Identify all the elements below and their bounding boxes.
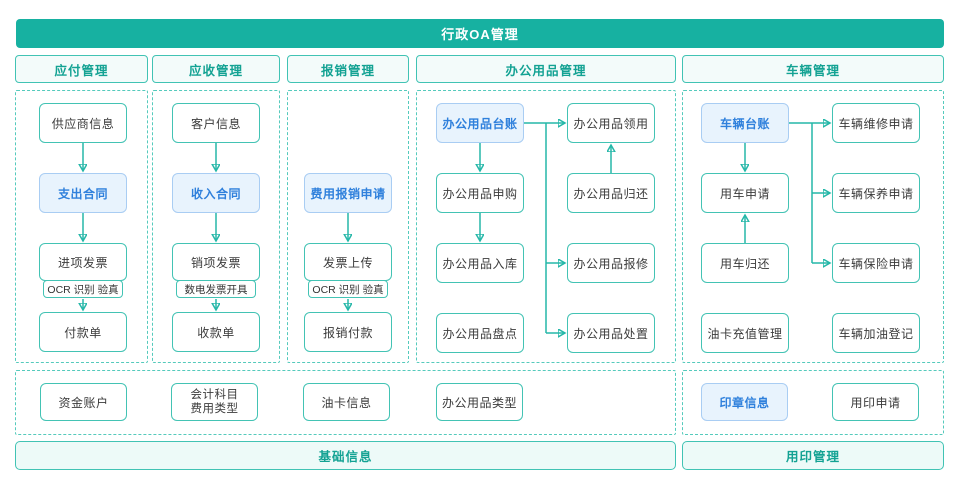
column-header-payable: 应付管理: [15, 55, 148, 83]
node-vehicle-return: 用车归还: [701, 243, 789, 283]
node-reimburse-payment: 报销付款: [304, 312, 392, 352]
zone-vehicle: [682, 90, 944, 363]
footer-basic-info: 基础信息: [15, 441, 676, 470]
diagram-title: 行政OA管理: [16, 19, 944, 48]
node-invoice-upload: 发票上传: [304, 243, 392, 281]
node-payment-slip: 付款单: [39, 312, 127, 352]
column-header-receivable: 应收管理: [152, 55, 280, 83]
node-receipt-slip: 收款单: [172, 312, 260, 352]
node-ocr-verify-1: OCR 识别 验真: [43, 280, 123, 298]
node-supplies-stocktake: 办公用品盘点: [436, 313, 524, 353]
node-output-invoice: 销项发票: [172, 243, 260, 281]
zone-receivable: [152, 90, 280, 363]
node-supplies-repair: 办公用品报修: [567, 243, 655, 283]
node-vehicle-insurance-apply: 车辆保险申请: [832, 243, 920, 283]
node-ocr-verify-2: OCR 识别 验真: [308, 280, 388, 298]
node-expense-contract: 支出合同: [39, 173, 127, 213]
node-vehicle-maintenance-apply: 车辆保养申请: [832, 173, 920, 213]
zone-payable: [15, 90, 148, 363]
zone-seal-mgmt: [682, 370, 944, 435]
node-seal-apply: 用印申请: [832, 383, 919, 421]
node-supplier-info: 供应商信息: [39, 103, 127, 143]
column-header-reimburse: 报销管理: [287, 55, 409, 83]
node-digital-invoice-issue: 数电发票开具: [176, 280, 256, 298]
node-supplies-purchase: 办公用品申购: [436, 173, 524, 213]
expense-type-label: 费用类型: [190, 403, 239, 415]
node-customer-info: 客户信息: [172, 103, 260, 143]
accounting-subject-label: 会计科目: [190, 388, 239, 401]
column-header-office-supplies: 办公用品管理: [416, 55, 676, 83]
node-vehicle-apply: 用车申请: [701, 173, 789, 213]
node-supplies-type: 办公用品类型: [436, 383, 523, 421]
node-input-invoice: 进项发票: [39, 243, 127, 281]
node-fuel-card-recharge: 油卡充值管理: [701, 313, 789, 353]
footer-seal-mgmt: 用印管理: [682, 441, 944, 470]
node-vehicle-refuel-log: 车辆加油登记: [832, 313, 920, 353]
zone-basic-info: [15, 370, 676, 435]
node-vehicle-repair-apply: 车辆维修申请: [832, 103, 920, 143]
node-accounting-expense-type: 会计科目 费用类型: [171, 383, 258, 421]
node-supplies-inbound: 办公用品入库: [436, 243, 524, 283]
node-supplies-disposal: 办公用品处置: [567, 313, 655, 353]
column-header-vehicle: 车辆管理: [682, 55, 944, 83]
node-vehicle-ledger: 车辆台账: [701, 103, 789, 143]
node-supplies-return: 办公用品归还: [567, 173, 655, 213]
node-fuel-card-info: 油卡信息: [303, 383, 390, 421]
node-supplies-ledger: 办公用品台账: [436, 103, 524, 143]
node-income-contract: 收入合同: [172, 173, 260, 213]
node-capital-account: 资金账户: [40, 383, 127, 421]
node-expense-claim-apply: 费用报销申请: [304, 173, 392, 213]
zone-reimburse: [287, 90, 409, 363]
node-supplies-requisition: 办公用品领用: [567, 103, 655, 143]
zone-office-supplies: [416, 90, 676, 363]
node-seal-info: 印章信息: [701, 383, 788, 421]
